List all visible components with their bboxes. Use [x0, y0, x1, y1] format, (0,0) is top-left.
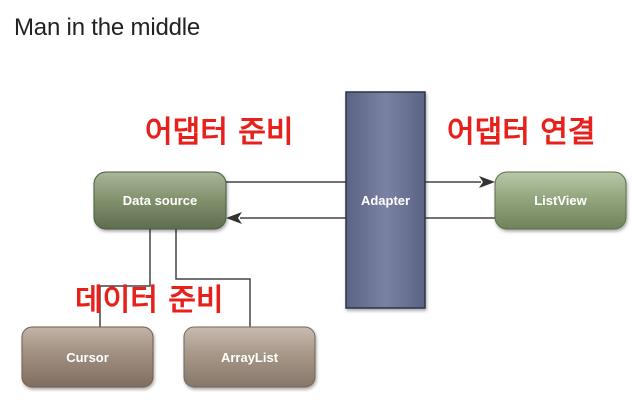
connector-datasource-to-arraylist [175, 229, 251, 327]
cursor-label: Cursor [66, 350, 109, 365]
arrow-right-icon [479, 176, 495, 188]
cursor-box [21, 326, 154, 388]
data-source-box [93, 171, 227, 230]
annotation-adapter-connect: 어댑터 연결 [447, 115, 595, 150]
connector-datasource-to-cursor [99, 229, 151, 327]
listview-box [494, 171, 627, 230]
listview-label: ListView [534, 193, 587, 208]
arrow-left-icon [226, 212, 242, 224]
adapter-box [345, 91, 426, 309]
annotation-adapter-prepare: 어댑터 준비 [145, 115, 293, 150]
adapter-label: Adapter [361, 193, 410, 208]
annotation-data-prepare: 데이터 준비 [75, 283, 223, 318]
page-title: Man in the middle [14, 14, 201, 41]
data-source-label: Data source [123, 193, 197, 208]
arraylist-box [183, 326, 316, 388]
arraylist-label: ArrayList [221, 350, 279, 365]
